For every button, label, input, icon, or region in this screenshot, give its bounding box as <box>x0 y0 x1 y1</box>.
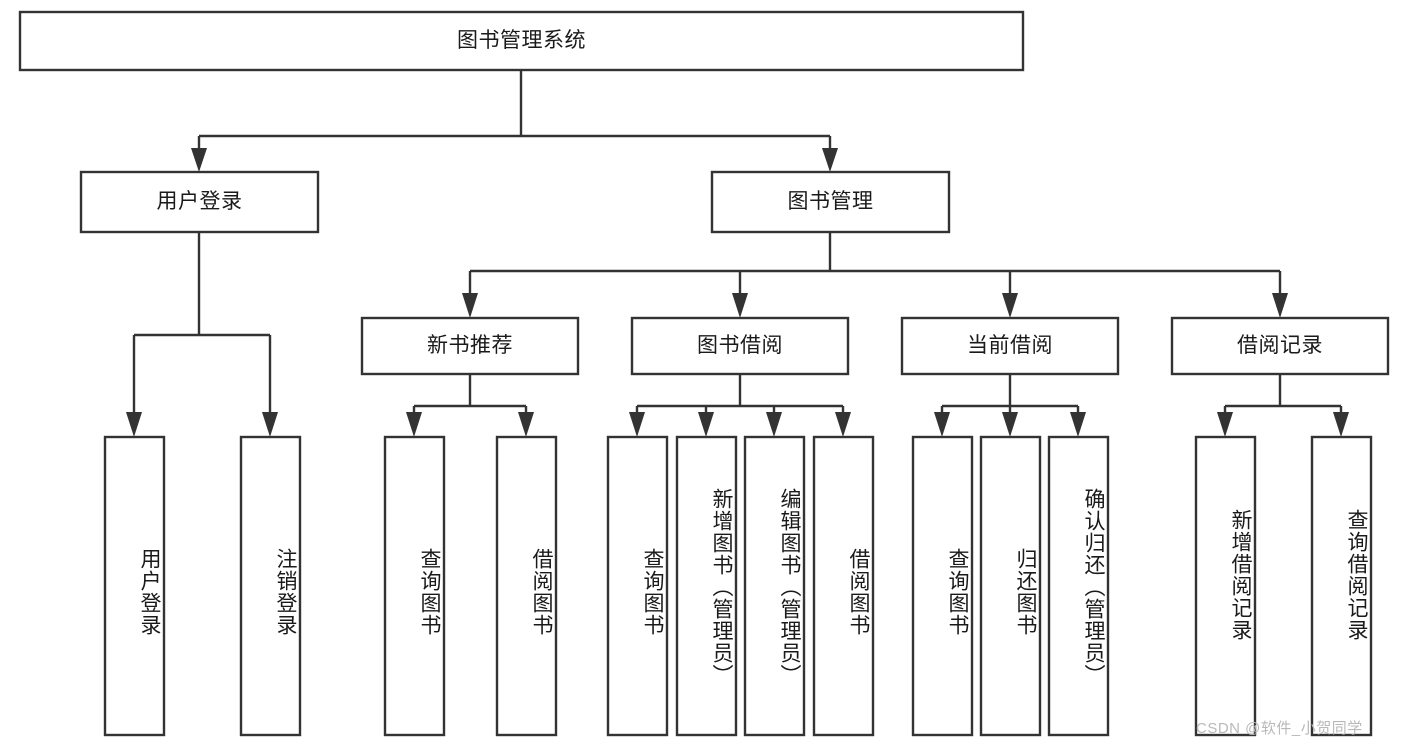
connector-group-current-borrow <box>934 374 1086 437</box>
node-box-leaf-cb-return[interactable] <box>979 435 1042 737</box>
node-box-leaf-user-login[interactable] <box>103 435 166 737</box>
arrow-to-user-login <box>191 148 207 172</box>
arrow-nbr-leaf-2 <box>518 412 534 437</box>
connector-group-root <box>191 70 838 172</box>
node-box-leaf-logout[interactable] <box>239 435 302 737</box>
arrow-bb-leaf-2 <box>698 412 714 437</box>
connector-group-book-mgmt <box>462 232 1288 318</box>
arrow-to-new-book-recommend <box>462 293 478 318</box>
arrow-to-logout-leaf <box>262 412 278 437</box>
node-box-leaf-nbr-borrow[interactable] <box>495 435 558 737</box>
arrow-br-leaf-1 <box>1217 412 1233 437</box>
node-box-book-mgmt[interactable] <box>710 170 951 234</box>
arrow-bb-leaf-3 <box>766 412 782 437</box>
node-box-book-borrow[interactable] <box>630 316 850 376</box>
arrow-bb-leaf-4 <box>835 412 851 437</box>
node-box-leaf-br-add[interactable] <box>1194 435 1257 737</box>
arrow-cb-leaf-2 <box>1002 412 1018 437</box>
arrow-to-book-mgmt <box>822 148 838 172</box>
node-box-leaf-br-query[interactable] <box>1310 435 1373 737</box>
arrow-cb-leaf-1 <box>934 412 950 437</box>
node-box-leaf-bb-add[interactable] <box>675 435 738 737</box>
node-box-user-login[interactable] <box>79 170 320 234</box>
arrow-to-user-login-leaf <box>126 412 142 437</box>
node-box-leaf-cb-query[interactable] <box>911 435 974 737</box>
connector-group-user-login <box>126 232 278 437</box>
connector-group-new-book-recommend <box>406 374 534 437</box>
node-box-leaf-bb-edit[interactable] <box>743 435 806 737</box>
arrow-br-leaf-2 <box>1333 412 1349 437</box>
arrow-bb-leaf-1 <box>629 412 645 437</box>
node-box-leaf-cb-confirm[interactable] <box>1047 435 1110 737</box>
arrow-cb-leaf-3 <box>1070 412 1086 437</box>
arrow-nbr-leaf-1 <box>406 412 422 437</box>
node-box-leaf-nbr-query[interactable] <box>383 435 446 737</box>
node-box-current-borrow[interactable] <box>900 316 1120 376</box>
connector-group-book-borrow <box>629 374 851 437</box>
node-box-new-book-recommend[interactable] <box>360 316 580 376</box>
arrow-to-current-borrow <box>1002 293 1018 318</box>
node-box-leaf-bb-query[interactable] <box>606 435 669 737</box>
node-box-borrow-record[interactable] <box>1170 316 1390 376</box>
watermark: CSDN @软件_小贺同学 <box>1196 720 1363 737</box>
connector-group-borrow-record <box>1217 374 1349 437</box>
node-box-root[interactable] <box>18 10 1025 72</box>
arrow-to-book-borrow <box>732 293 748 318</box>
arrow-to-borrow-record <box>1272 293 1288 318</box>
node-box-leaf-bb-borrow[interactable] <box>812 435 875 737</box>
